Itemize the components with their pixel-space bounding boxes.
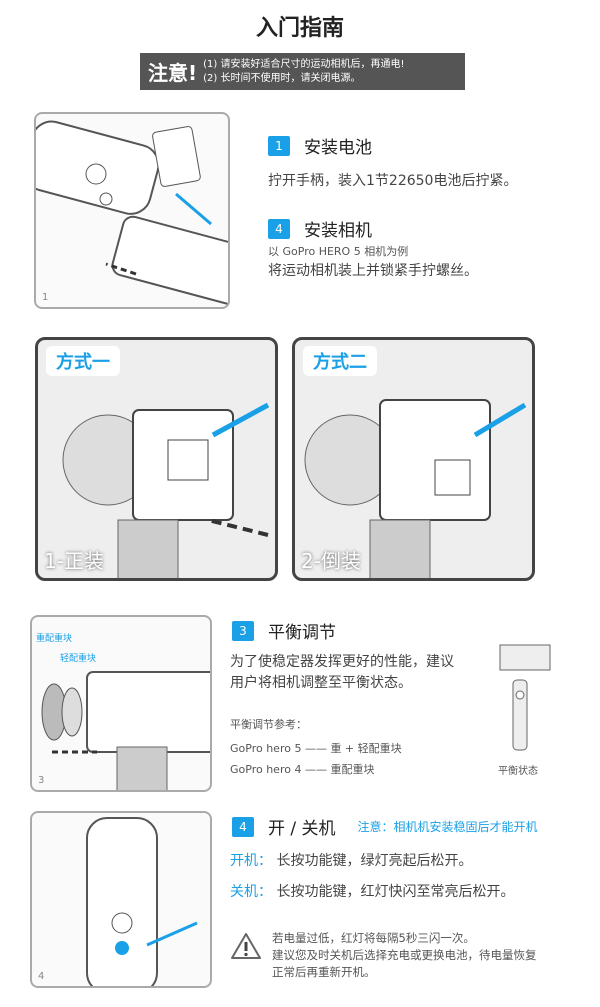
warn-line: 正常后再重新开机。 bbox=[272, 965, 376, 979]
step1-heading: 1 安装电池 bbox=[268, 133, 372, 158]
notice-line: (1) 请安装好适合尺寸的运动相机后，再通电! bbox=[203, 58, 405, 70]
text-line: 用户将相机调整至平衡状态。 bbox=[230, 675, 412, 691]
step-heading: 开 / 关机 bbox=[268, 819, 336, 839]
power-on-text: 长按功能键，绿灯亮起后松开。 bbox=[276, 853, 473, 869]
step-badge: 1 bbox=[268, 135, 290, 156]
notice-banner: 注意! (1) 请安装好适合尺寸的运动相机后，再通电! (2) 长时间不使用时，请… bbox=[140, 53, 465, 90]
camera-text: 将运动相机装上并锁紧手拧螺丝。 bbox=[268, 263, 478, 279]
power-on-label: 开机： bbox=[230, 853, 272, 869]
gimbal-handle-icon bbox=[36, 120, 228, 305]
mode-label: 方式二 bbox=[303, 346, 377, 376]
page-title: 入门指南 bbox=[255, 16, 344, 41]
counterweight-icon bbox=[41, 671, 210, 790]
step-heading: 安装相机 bbox=[304, 221, 372, 241]
mode-caption: 1-正装 bbox=[44, 549, 104, 573]
power-button-icon bbox=[86, 817, 198, 986]
image-number: 4 bbox=[38, 971, 45, 982]
image-number: 1 bbox=[42, 292, 49, 303]
step-badge: 4 bbox=[268, 218, 290, 239]
warn-line: 若电量过低，红灯将每隔5秒三闪一次。 bbox=[272, 931, 475, 945]
power-illustration: 4 bbox=[30, 811, 212, 988]
camera-heading: 4 安装相机 bbox=[268, 216, 372, 241]
ref-label: 平衡调节参考： bbox=[230, 718, 307, 731]
low-battery-warning: 若电量过低，红灯将每隔5秒三闪一次。建议您及时关机后选择充电或更换电池，待电量恢… bbox=[272, 930, 537, 981]
power-off-label: 关机： bbox=[230, 884, 272, 900]
image-number: 3 bbox=[38, 775, 45, 786]
step4-heading: 4 开 / 关机 注意：相机机安装稳固后才能开机 bbox=[232, 814, 538, 839]
power-off-text: 长按功能键，红灯快闪至常亮后松开。 bbox=[276, 884, 515, 900]
step3-heading: 3 平衡调节 bbox=[232, 618, 336, 643]
ref-line: GoPro hero 5 —— 重 + 轻配重块 bbox=[230, 742, 402, 755]
balanced-gimbal-icon bbox=[499, 644, 551, 751]
ref-line: GoPro hero 4 —— 重配重块 bbox=[230, 763, 375, 776]
camera-mount-icon bbox=[62, 402, 270, 578]
step-heading: 平衡调节 bbox=[268, 623, 336, 643]
step1-text: 拧开手柄，装入1节22650电池后拧紧。 bbox=[268, 173, 518, 189]
camera-mount-icon bbox=[304, 399, 527, 578]
mode-1-illustration: 方式一 1-正装 bbox=[35, 337, 278, 581]
step4-note: 注意：相机机安装稳固后才能开机 bbox=[357, 820, 538, 834]
step-badge: 4 bbox=[232, 816, 254, 837]
warn-line: 建议您及时关机后选择充电或更换电池，待电量恢复 bbox=[272, 948, 537, 962]
camera-sub: 以 GoPro HERO 5 相机为例 bbox=[268, 245, 409, 258]
notice-line: (2) 长时间不使用时，请关闭电源。 bbox=[203, 72, 361, 84]
notice-label: 注意! bbox=[148, 61, 198, 85]
weight-label: 轻配重块 bbox=[60, 654, 97, 664]
weight-label: 重配重块 bbox=[36, 634, 73, 644]
mode-label: 方式一 bbox=[46, 346, 120, 376]
battery-illustration: 1 bbox=[34, 112, 230, 309]
step3-text: 为了使稳定器发挥更好的性能，建议用户将相机调整至平衡状态。 bbox=[230, 652, 454, 694]
mode-caption: 2-倒装 bbox=[301, 549, 361, 573]
text-line: 为了使稳定器发挥更好的性能，建议 bbox=[230, 654, 454, 670]
step-badge: 3 bbox=[232, 620, 254, 641]
step-heading: 安装电池 bbox=[304, 138, 372, 158]
balance-illustration: 重配重块 轻配重块 3 bbox=[30, 615, 212, 792]
balance-caption: 平衡状态 bbox=[498, 766, 538, 777]
warning-icon bbox=[231, 933, 261, 959]
mode-2-illustration: 方式二 2-倒装 bbox=[292, 337, 535, 581]
